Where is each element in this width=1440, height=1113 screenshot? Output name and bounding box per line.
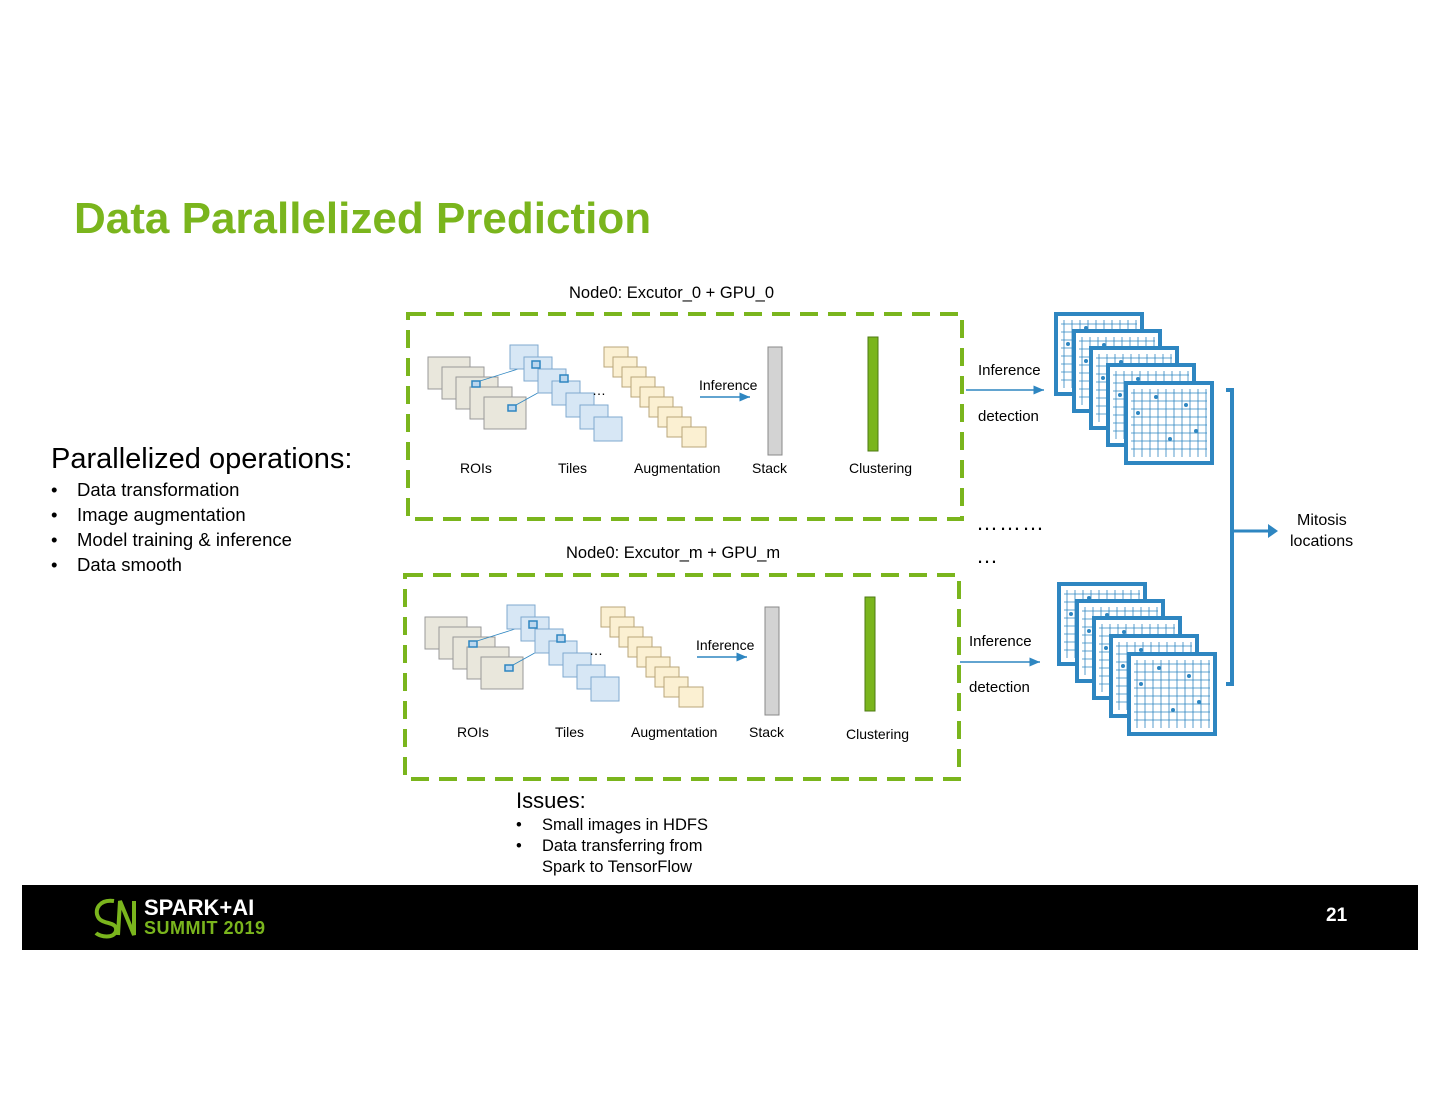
node-label-bottom: Node0: Excutor_m + GPU_m <box>566 544 781 562</box>
tiles-ellipsis: … <box>592 382 606 398</box>
node-box-top <box>406 312 964 521</box>
stage-label-tiles: Tiles <box>555 724 585 740</box>
spark-ai-logo-icon <box>94 898 136 939</box>
list-item: Image augmentation <box>51 502 292 527</box>
stage-label-rois: ROIs <box>457 724 489 740</box>
operations-list: Data transformation Image augmentation M… <box>51 477 292 577</box>
grid-result-icon <box>1054 312 1214 465</box>
inference-arrow-label: Inference <box>696 637 755 653</box>
footer-bar <box>22 885 1418 950</box>
flow-label-inference: Inference <box>969 633 1032 650</box>
list-item: Data transferring from <box>516 836 708 857</box>
nodes-ellipsis: ……… <box>976 510 1045 535</box>
flow-label-detection: detection <box>969 679 1030 696</box>
list-item-continuation: Spark to TensorFlow <box>542 858 693 876</box>
brand-event: SUMMIT 2019 <box>144 918 266 938</box>
node-label-top: Node0: Excutor_0 + GPU_0 <box>569 284 774 302</box>
stage-label-stack: Stack <box>749 724 785 740</box>
output-label-line1: Mitosis <box>1297 512 1347 529</box>
stage-label-augmentation: Augmentation <box>631 724 718 740</box>
slide-title: Data Parallelized Prediction <box>74 194 652 243</box>
issues-list: Small images in HDFS Data transferring f… <box>516 815 708 878</box>
page-number: 21 <box>1326 905 1348 926</box>
stage-label-stack: Stack <box>752 460 788 476</box>
merge-bracket <box>1226 388 1234 686</box>
operations-heading: Parallelized operations: <box>51 443 353 475</box>
flow-label-detection: detection <box>978 408 1039 425</box>
list-item: Data transformation <box>51 477 292 502</box>
nodes-ellipsis-continued: … <box>976 543 999 568</box>
list-item: Small images in HDFS <box>516 815 708 836</box>
stage-label-tiles: Tiles <box>558 460 588 476</box>
node-box-bottom <box>403 573 961 781</box>
tiles-ellipsis: … <box>589 642 603 658</box>
inference-arrow-label: Inference <box>699 377 758 393</box>
issues-heading: Issues: <box>516 788 586 813</box>
brand-name: SPARK+AI <box>144 895 255 920</box>
stage-label-clustering: Clustering <box>849 460 913 476</box>
output-label-line2: locations <box>1290 533 1354 550</box>
flow-label-inference: Inference <box>978 362 1041 379</box>
grid-result-icon <box>1057 582 1217 736</box>
stage-label-augmentation: Augmentation <box>634 460 721 476</box>
list-item: Data smooth <box>51 552 292 577</box>
list-item: Model training & inference <box>51 527 292 552</box>
stage-label-rois: ROIs <box>460 460 492 476</box>
stage-label-clustering: Clustering <box>846 726 910 742</box>
